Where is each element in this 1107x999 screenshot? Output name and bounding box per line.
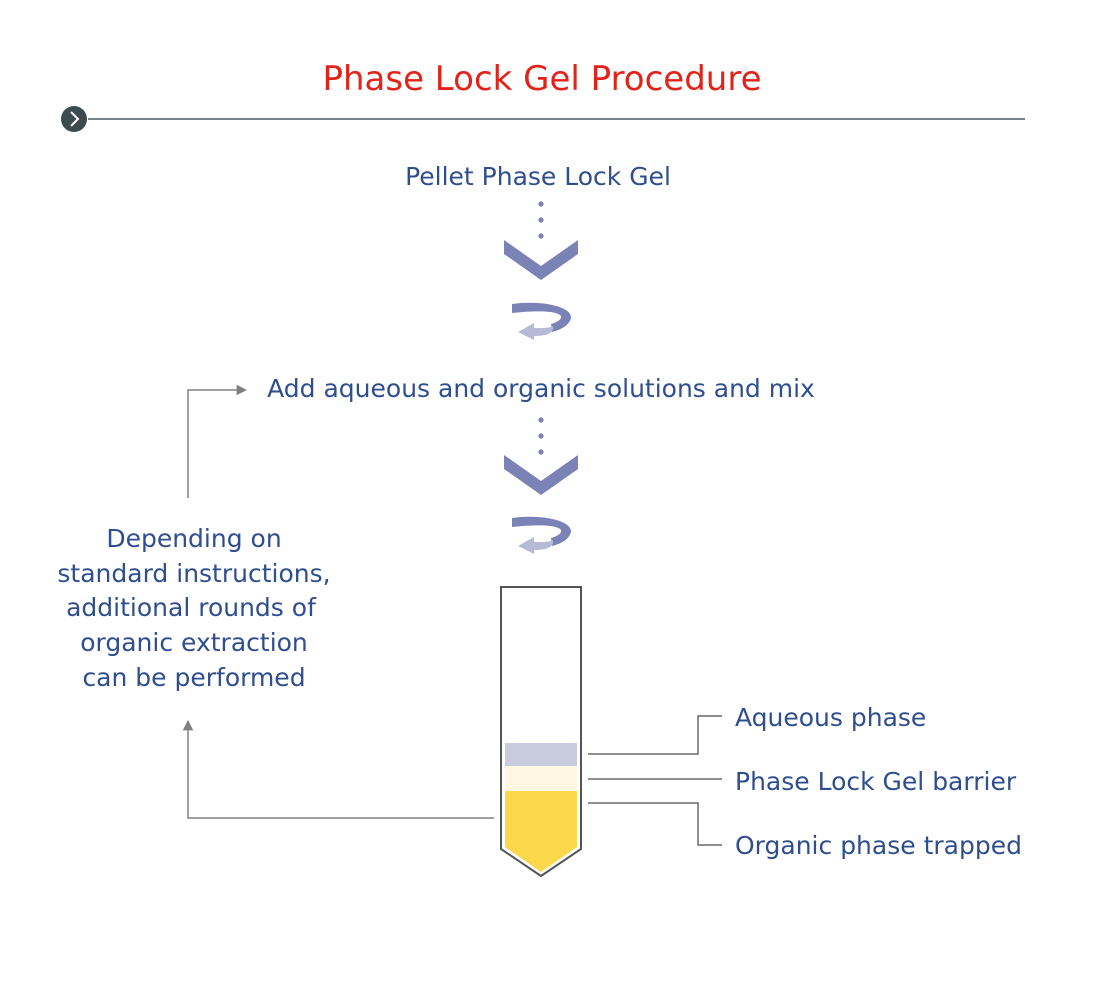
centrifuge-tube [500,586,582,878]
chevron-down-icon [504,455,578,495]
note-line: Depending on [106,524,281,553]
step-pellet: Pellet Phase Lock Gel [405,162,671,191]
repeat-note: Depending on standard instructions, addi… [57,524,330,692]
chevron-right-icon [61,106,87,132]
step-add-solutions: Add aqueous and organic solutions and mi… [267,374,815,403]
label-organic-phase: Organic phase trapped [735,831,1022,860]
rotate-icon [512,302,572,340]
label-leaders [588,715,722,846]
note-line: organic extraction [80,628,308,657]
label-aqueous-phase: Aqueous phase [735,703,926,732]
aqueous-phase-layer [505,743,577,766]
rotate-icon [512,516,572,554]
note-line: additional rounds of [66,593,317,622]
chevron-down-icon [504,240,578,280]
page-title: Phase Lock Gel Procedure [322,59,761,99]
label-gel-barrier: Phase Lock Gel barrier [735,767,1017,796]
gel-barrier-layer [505,766,577,791]
dotted-connector [538,201,544,239]
loop-arrow-up [182,719,494,819]
organic-phase-layer [505,791,577,872]
note-line: can be performed [82,663,305,692]
dotted-connector [538,417,544,455]
loop-arrow-return [187,384,248,498]
note-line: standard instructions, [57,559,330,588]
